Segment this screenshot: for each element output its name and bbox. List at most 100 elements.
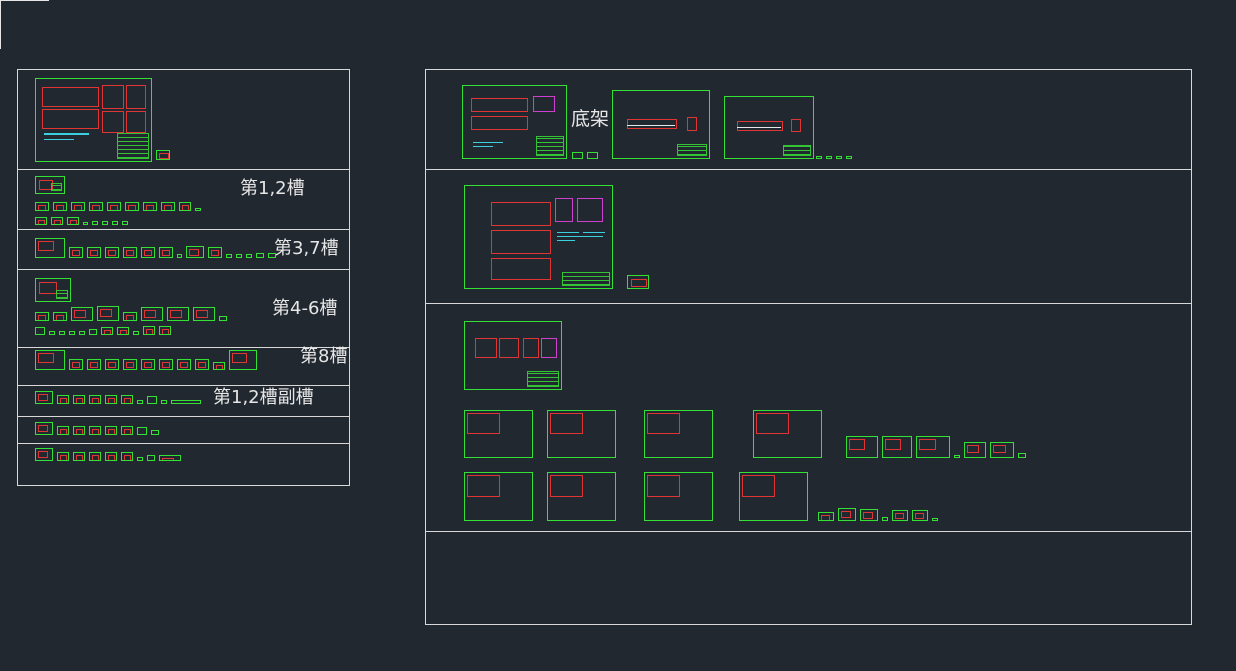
drawing-sheet-thumb[interactable]	[35, 327, 45, 335]
drawing-sheet-thumb[interactable]	[892, 510, 908, 521]
drawing-sheet-thumb[interactable]	[159, 326, 171, 335]
drawing-sheet-thumb[interactable]	[912, 510, 928, 521]
drawing-sheet-thumb[interactable]	[464, 410, 533, 458]
drawing-sheet-thumb[interactable]	[167, 307, 189, 321]
drawing-sheet-thumb[interactable]	[644, 472, 713, 521]
drawing-sheet-thumb[interactable]	[101, 327, 113, 335]
drawing-sheet-thumb[interactable]	[35, 217, 47, 225]
drawing-sheet-layout[interactable]	[464, 185, 613, 289]
drawing-sheet-thumb[interactable]	[143, 202, 157, 211]
drawing-sheet-thumb[interactable]	[236, 254, 242, 258]
drawing-sheet-thumb[interactable]	[156, 150, 170, 160]
drawing-sheet-thumb[interactable]	[87, 247, 101, 258]
drawing-sheet-thumb[interactable]	[102, 221, 108, 225]
drawing-sheet-thumb[interactable]	[193, 307, 215, 321]
drawing-sheet-thumb[interactable]	[147, 455, 155, 461]
drawing-sheet-thumb[interactable]	[627, 275, 649, 289]
drawing-sheet-thumb[interactable]	[195, 208, 201, 211]
drawing-sheet-thumb[interactable]	[860, 509, 878, 521]
drawing-sheet-thumb[interactable]	[92, 221, 98, 225]
drawing-sheet-thumb[interactable]	[964, 442, 986, 458]
drawing-sheet-thumb[interactable]	[51, 217, 63, 225]
drawing-sheet-thumb[interactable]	[49, 331, 55, 335]
drawing-sheet-thumb[interactable]	[846, 436, 878, 458]
drawing-sheet-dijia-1[interactable]	[462, 85, 567, 159]
drawing-sheet-cao46-main[interactable]	[35, 278, 71, 302]
drawing-sheet-thumb[interactable]	[246, 254, 252, 258]
drawing-sheet-thumb[interactable]	[122, 221, 128, 225]
drawing-sheet-thumb[interactable]	[186, 246, 204, 258]
drawing-sheet-thumb[interactable]	[219, 316, 227, 321]
drawing-sheet-thumb[interactable]	[97, 306, 119, 321]
drawing-sheet-thumb[interactable]	[177, 254, 182, 258]
drawing-sheet-thumb[interactable]	[105, 395, 117, 404]
drawing-sheet-thumb[interactable]	[171, 400, 201, 404]
drawing-sheet-thumb[interactable]	[882, 436, 912, 458]
drawing-sheet-thumb[interactable]	[137, 457, 143, 461]
drawing-sheet-thumb[interactable]	[89, 452, 101, 461]
drawing-sheet-thumb[interactable]	[1018, 453, 1026, 458]
drawing-sheet-thumb[interactable]	[846, 156, 852, 159]
drawing-sheet-thumb[interactable]	[123, 359, 137, 370]
drawing-sheet-thumb[interactable]	[73, 426, 85, 435]
drawing-sheet-thumb[interactable]	[256, 253, 264, 258]
drawing-sheet-thumb[interactable]	[35, 238, 65, 258]
drawing-sheet-thumb[interactable]	[123, 312, 137, 321]
drawing-sheet-assembly[interactable]	[35, 78, 152, 162]
drawing-sheet-thumb[interactable]	[572, 152, 583, 159]
drawing-sheet-thumb[interactable]	[57, 395, 69, 404]
drawing-sheet-thumb[interactable]	[159, 247, 173, 258]
drawing-sheet-thumb[interactable]	[105, 426, 117, 435]
drawing-sheet-thumb[interactable]	[59, 331, 65, 335]
drawing-sheet-thumb[interactable]	[547, 472, 616, 521]
drawing-sheet-thumb[interactable]	[112, 221, 118, 225]
drawing-sheet-thumb[interactable]	[73, 452, 85, 461]
drawing-sheet-thumb[interactable]	[69, 359, 83, 370]
drawing-sheet-thumb[interactable]	[71, 202, 85, 211]
drawing-sheet-dijia-2[interactable]	[612, 90, 710, 159]
drawing-sheet-thumb[interactable]	[137, 427, 147, 435]
drawing-sheet-thumb[interactable]	[836, 156, 842, 159]
drawing-sheet-thumb[interactable]	[826, 156, 832, 159]
drawing-sheet-thumb[interactable]	[159, 359, 173, 370]
drawing-sheet-section[interactable]	[464, 321, 562, 390]
drawing-sheet-thumb[interactable]	[990, 442, 1014, 458]
drawing-sheet-thumb[interactable]	[141, 247, 155, 258]
drawing-sheet-thumb[interactable]	[71, 307, 93, 321]
drawing-sheet-thumb[interactable]	[121, 452, 133, 461]
drawing-sheet-thumb[interactable]	[105, 452, 117, 461]
drawing-sheet-thumb[interactable]	[57, 452, 69, 461]
drawing-sheet-thumb[interactable]	[35, 350, 65, 370]
drawing-sheet-thumb[interactable]	[547, 410, 616, 458]
drawing-sheet-thumb[interactable]	[151, 430, 159, 435]
drawing-sheet-thumb[interactable]	[67, 217, 79, 225]
drawing-sheet-thumb[interactable]	[125, 202, 139, 211]
drawing-sheet-thumb[interactable]	[107, 202, 121, 211]
drawing-sheet-thumb[interactable]	[73, 395, 85, 404]
drawing-sheet-thumb[interactable]	[133, 331, 139, 335]
drawing-sheet-thumb[interactable]	[35, 422, 53, 435]
drawing-sheet-thumb[interactable]	[213, 362, 225, 370]
drawing-sheet-thumb[interactable]	[53, 312, 67, 321]
drawing-sheet-thumb[interactable]	[69, 247, 83, 258]
drawing-sheet-thumb[interactable]	[644, 410, 713, 458]
drawing-sheet-thumb[interactable]	[35, 202, 49, 211]
drawing-sheet-thumb[interactable]	[177, 359, 191, 370]
drawing-sheet-thumb[interactable]	[818, 512, 834, 521]
drawing-sheet-thumb[interactable]	[161, 400, 167, 404]
drawing-sheet-thumb[interactable]	[89, 395, 101, 404]
drawing-sheet-thumb[interactable]	[141, 359, 155, 370]
drawing-sheet-thumb[interactable]	[83, 222, 88, 225]
drawing-sheet-thumb[interactable]	[53, 202, 67, 211]
drawing-sheet-thumb[interactable]	[882, 517, 888, 521]
drawing-sheet-cao12-main[interactable]	[35, 176, 65, 194]
drawing-sheet-thumb[interactable]	[739, 472, 808, 521]
drawing-sheet-thumb[interactable]	[123, 247, 137, 258]
drawing-sheet-thumb[interactable]	[226, 254, 232, 258]
drawing-sheet-thumb[interactable]	[105, 359, 119, 370]
drawing-sheet-thumb[interactable]	[159, 455, 181, 461]
drawing-sheet-thumb[interactable]	[35, 391, 53, 404]
drawing-sheet-thumb[interactable]	[464, 472, 533, 521]
drawing-sheet-thumb[interactable]	[121, 426, 133, 435]
drawing-sheet-thumb[interactable]	[147, 396, 157, 404]
